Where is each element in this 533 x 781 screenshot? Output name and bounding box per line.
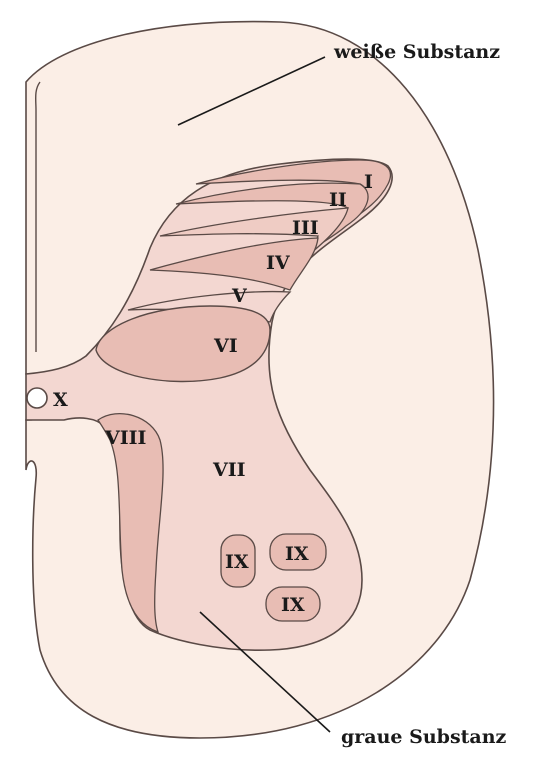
white-matter-label: weiße Substanz: [333, 41, 500, 63]
lamina-x-label: X: [53, 389, 68, 411]
lamina-ix-b-region: [269, 533, 327, 571]
lamina-i-region: [195, 159, 392, 225]
lamina-iv-region: [149, 237, 319, 291]
lamina-iii-label: III: [292, 217, 319, 239]
central-canal: [26, 387, 48, 409]
gray-matter-label: graue Substanz: [341, 726, 507, 748]
gray-matter-leader-line: [199, 611, 331, 733]
lamina-vi-region: [95, 305, 271, 383]
lamina-ii-label: II: [329, 189, 347, 211]
lamina-viii-region: [97, 412, 164, 634]
lamina-i-label: I: [364, 171, 373, 193]
lamina-vii-label: VII: [212, 459, 246, 481]
lamina-ix-b-label: IX: [285, 543, 309, 565]
lamina-ix-c-region: [265, 586, 321, 622]
posterior-median-septum: [34, 81, 41, 352]
lamina-ix-a-region: [220, 534, 256, 588]
lamina-iv-label: IV: [266, 252, 291, 274]
lamina-viii-label: VIII: [104, 427, 147, 449]
lamina-ix-c-label: IX: [281, 594, 305, 616]
white-matter-leader-line: [177, 56, 326, 126]
lamina-ix-a-label: IX: [225, 551, 249, 573]
lamina-vi-label: VI: [213, 335, 238, 357]
lamina-v-label: V: [231, 285, 248, 307]
